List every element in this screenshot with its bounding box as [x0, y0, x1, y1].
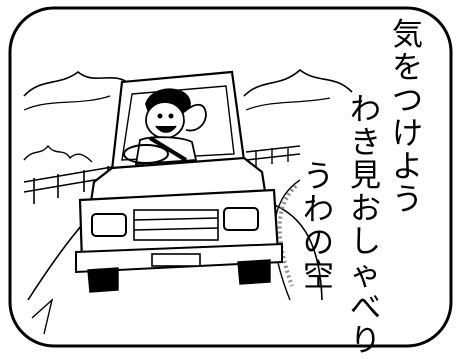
slogan-char: を	[392, 50, 423, 86]
slogan-char: 空	[303, 258, 334, 294]
seatbelt	[148, 136, 188, 162]
hill-line-right	[245, 97, 331, 111]
windshield	[121, 85, 235, 161]
slogan-line-1: 気をつけよう	[392, 20, 423, 218]
slogan-char: わ	[350, 92, 381, 128]
headlight-left	[91, 213, 127, 237]
steering-wheel	[123, 144, 169, 164]
slogan-line-3: うわの空	[303, 162, 334, 294]
headlight-right	[223, 207, 259, 231]
guard-rail-right	[245, 145, 301, 168]
driver-arm-raised	[183, 103, 207, 132]
slogan-char: ゃ	[350, 257, 381, 293]
slogan-char: の	[303, 225, 334, 261]
road-mark	[31, 297, 54, 335]
slogan-char: り	[350, 323, 381, 359]
front-grille	[133, 209, 219, 241]
mountain-ridge-right	[243, 68, 353, 97]
slogan-char: 見	[350, 158, 381, 194]
mountain-ridge	[23, 70, 131, 97]
slogan-char: つ	[392, 83, 423, 119]
tire-left	[87, 267, 119, 293]
slogan-char: べ	[350, 290, 381, 326]
slogan-char: き	[350, 125, 381, 161]
shrubs-left	[23, 144, 93, 163]
slogan-char: う	[303, 159, 334, 195]
slogan-char: お	[350, 191, 381, 227]
slogan-line-2: わき見おしゃべり	[350, 95, 381, 359]
slogan-char: わ	[303, 192, 334, 228]
driver-figure	[134, 88, 207, 165]
slogan-char: 気	[392, 17, 423, 53]
slogan-char: し	[350, 224, 381, 260]
license-plate	[151, 253, 201, 267]
slogan-char: け	[392, 116, 423, 152]
road-shadow	[277, 184, 298, 287]
driver-mouth	[155, 125, 177, 133]
slogan-char: う	[392, 182, 423, 218]
slogan-char: よ	[392, 149, 423, 185]
tire-right	[237, 259, 271, 285]
hill-line	[23, 95, 111, 111]
